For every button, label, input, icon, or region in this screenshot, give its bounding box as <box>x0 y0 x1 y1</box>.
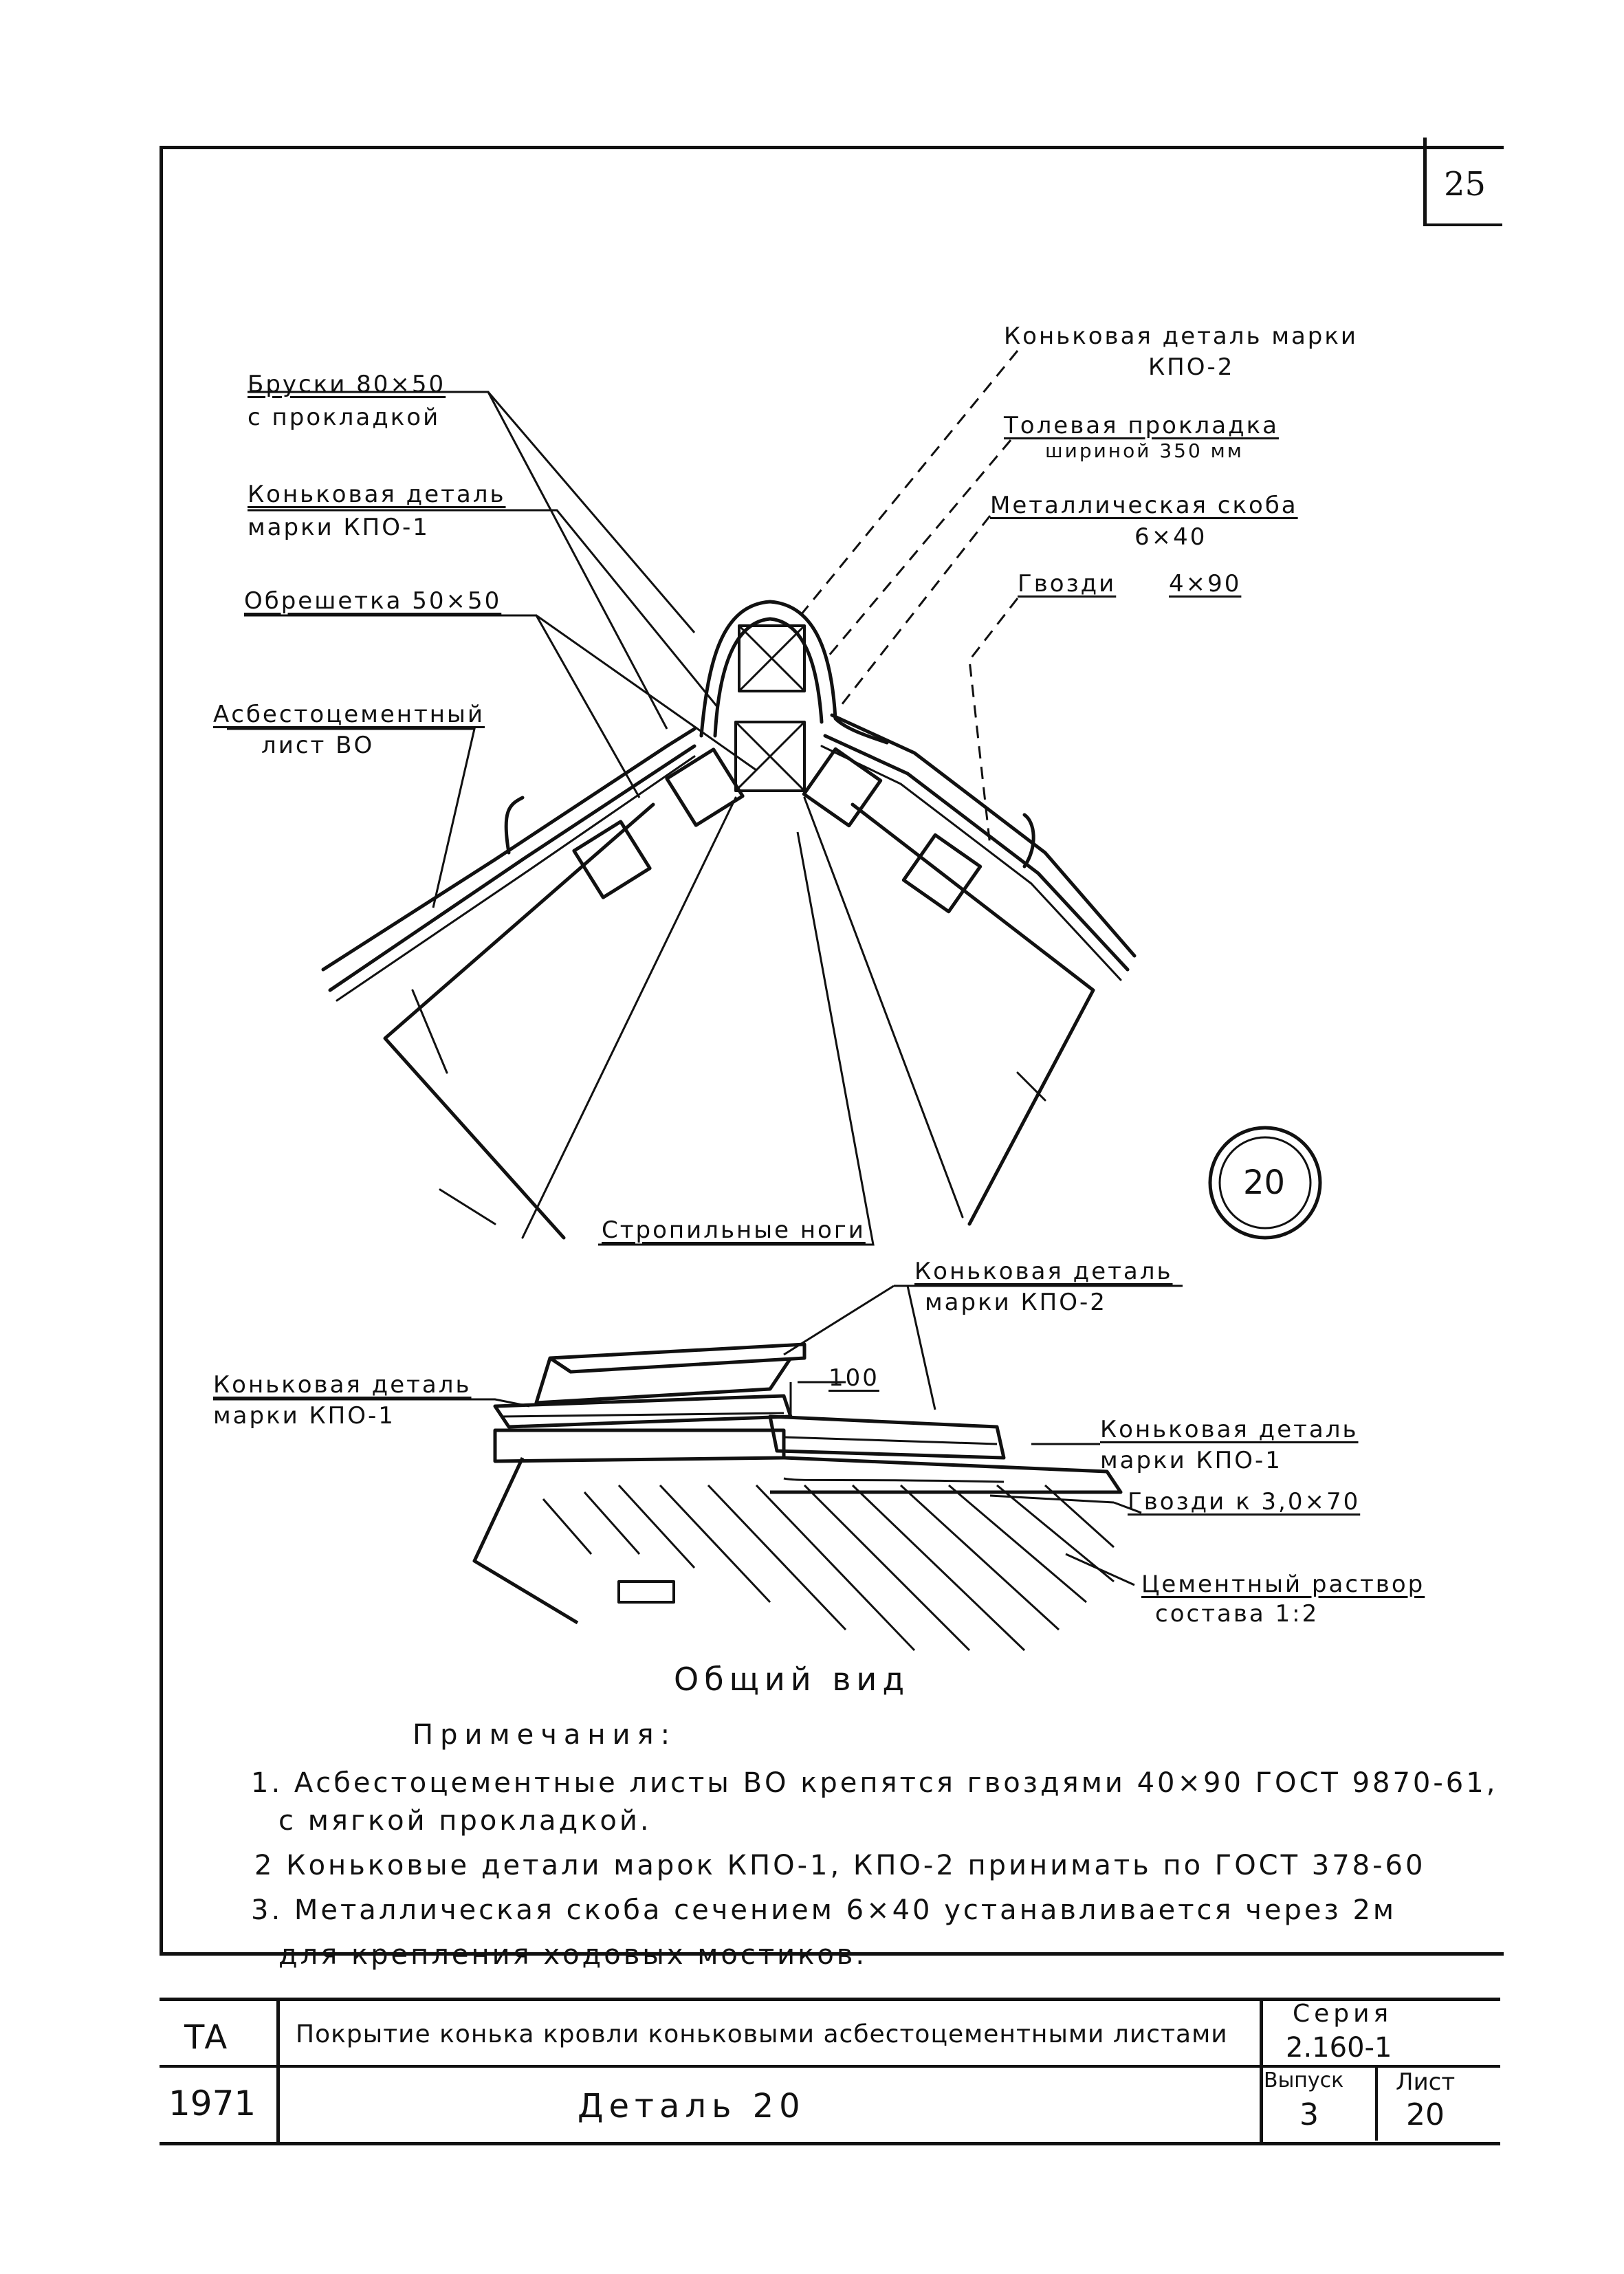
note-1-line-1: 1. Асбестоцементные листы ВО крепятся гв… <box>251 1767 1498 1799</box>
label-rafters: Стропильные ноги <box>602 1216 866 1244</box>
page-number-box <box>1423 138 1502 226</box>
label-kpo1-left-1: Коньковая деталь <box>213 1371 472 1399</box>
hook-right <box>1022 813 1035 868</box>
ridge-cap <box>699 600 889 745</box>
label-mortar-1: Цементный раствор <box>1141 1571 1425 1598</box>
label-tol-2: шириной 350 мм <box>1045 439 1244 462</box>
kpo2-cap-upper <box>548 1342 806 1374</box>
tb-series-value: 2.160-1 <box>1286 2032 1392 2064</box>
tb-series-label: Серия <box>1293 2000 1393 2028</box>
rafter-left <box>383 802 655 1240</box>
left-slope-sheet-bot <box>328 744 696 992</box>
detail-mark-number: 20 <box>1243 1163 1286 1202</box>
note-1-line-2: с мягкой прокладкой. <box>278 1805 652 1837</box>
label-nails-upper-size: 4×90 <box>1169 570 1242 598</box>
label-kpo2-top-2: КПО-2 <box>1148 353 1235 381</box>
batten-block <box>617 1580 675 1604</box>
ridge-board <box>493 1428 786 1463</box>
tb-issue-label: Выпуск <box>1264 2068 1344 2092</box>
label-asb-1: Асбестоцементный <box>213 701 485 728</box>
page-number: 25 <box>1444 165 1486 204</box>
lathing-right-1 <box>802 747 883 828</box>
lathing-left-2 <box>572 820 652 899</box>
right-slope-sheet-bot <box>823 734 1130 972</box>
ridge-bar-upper <box>738 624 806 692</box>
label-mortar-2: состава 1:2 <box>1155 1600 1319 1628</box>
label-asb-2: лист ВО <box>261 732 375 759</box>
hook-left <box>504 796 525 855</box>
detail-mark-inner <box>1218 1136 1312 1229</box>
label-kpo2-lower-2: марки КПО-2 <box>925 1289 1107 1316</box>
label-bracket-2: 6×40 <box>1134 523 1207 551</box>
note-3-line-2: для крепления ходовых мостиков. <box>278 1939 868 1971</box>
label-lathing: Обрешетка 50×50 <box>244 587 502 615</box>
tb-col-3 <box>1375 2065 1378 2141</box>
tb-code: ТА <box>184 2018 228 2057</box>
label-kpo1-right-1: Коньковая деталь <box>1100 1416 1359 1443</box>
tb-detail: Деталь 20 <box>578 2087 806 2125</box>
label-bracket-1: Металлическая скоба <box>990 492 1298 519</box>
roof-slope <box>472 1456 1123 1625</box>
kpo1-right-piece <box>768 1414 1006 1460</box>
tb-col-1 <box>276 1998 280 2142</box>
view-caption: Общий вид <box>674 1661 910 1698</box>
tb-year: 1971 <box>168 2084 256 2123</box>
note-3-line-1: 3. Металлическая скоба сечением 6×40 уст… <box>251 1894 1397 1926</box>
kpo1-left-piece <box>493 1394 793 1429</box>
label-tol-1: Толевая прокладка <box>1004 412 1279 439</box>
lathing-left-1 <box>665 747 745 827</box>
label-bars-1: Бруски 80×50 <box>248 371 446 398</box>
label-bars-2: с прокладкой <box>248 404 441 431</box>
label-kpo1-top-1: Коньковая деталь <box>248 481 506 508</box>
detail-mark-outer <box>1208 1126 1322 1240</box>
tb-row-divider <box>160 2065 1500 2068</box>
right-slope-sheet-top <box>830 713 1137 958</box>
label-kpo2-top-1: Коньковая деталь марки <box>1004 322 1359 350</box>
drawing-frame <box>160 146 1504 1956</box>
tb-col-2 <box>1260 1998 1263 2142</box>
rafter-right <box>851 802 1095 1226</box>
label-kpo1-left-2: марки КПО-1 <box>213 1402 395 1430</box>
notes-heading: Примечания: <box>413 1719 677 1751</box>
label-kpo1-top-2: марки КПО-1 <box>248 514 430 541</box>
label-nails-upper: Гвозди <box>1018 570 1117 598</box>
tb-issue-value: 3 <box>1299 2097 1319 2132</box>
note-2: 2 Коньковые детали марок КПО-1, КПО-2 пр… <box>254 1850 1426 1881</box>
title-block <box>160 1998 1500 2145</box>
label-kpo1-right-2: марки КПО-1 <box>1100 1447 1282 1474</box>
label-nails-lower: Гвозди к 3,0×70 <box>1128 1488 1361 1516</box>
left-slope-sheet-top <box>321 727 696 972</box>
tb-sheet-label: Лист <box>1396 2068 1456 2096</box>
tb-sheet-value: 20 <box>1406 2097 1445 2132</box>
label-dimension-100: 100 <box>829 1364 879 1392</box>
tb-title: Покрытие конька кровли коньковыми асбест… <box>296 2020 1228 2048</box>
label-kpo2-lower-1: Коньковая деталь <box>914 1258 1173 1285</box>
